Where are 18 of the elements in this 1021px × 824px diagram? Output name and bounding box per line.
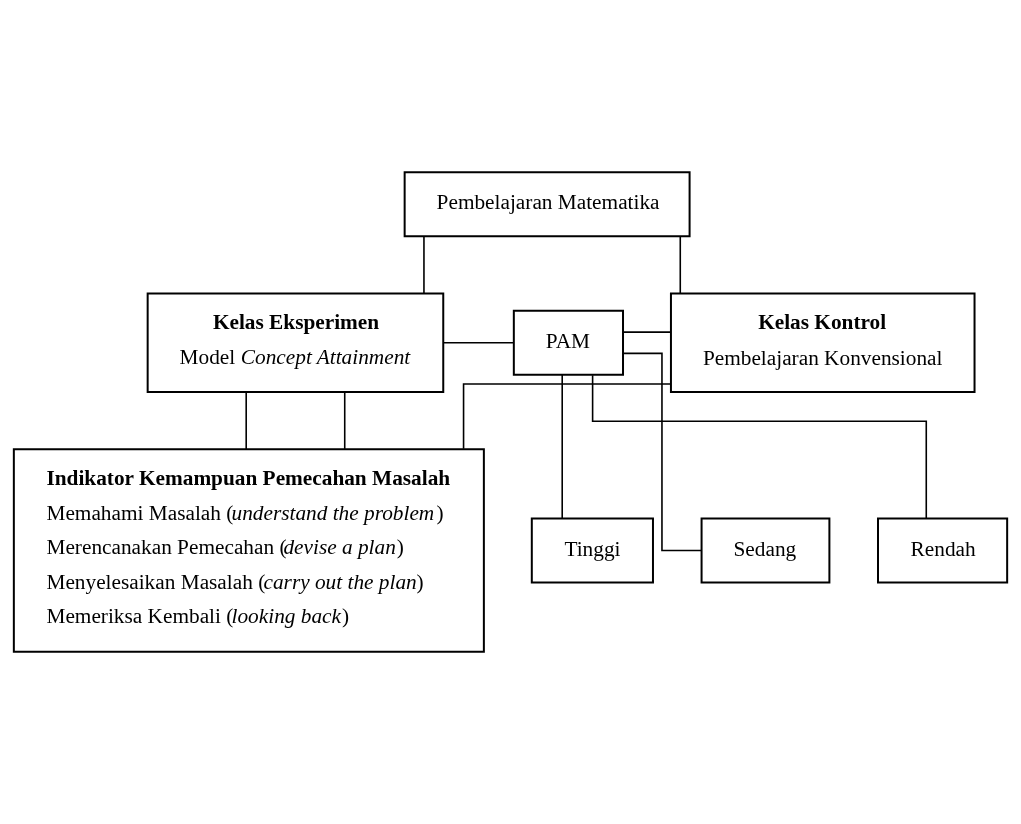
connector: [622, 331, 672, 333]
connector: [442, 341, 515, 344]
node-box: Rendah: [877, 517, 1009, 584]
connector: [561, 373, 563, 520]
connector: [245, 391, 247, 450]
connector: [462, 383, 672, 450]
node-box: Tinggi: [530, 517, 654, 584]
connector: [679, 235, 682, 295]
connector: [622, 352, 702, 552]
node-box: PAM: [512, 309, 624, 376]
node-box: Sedang: [700, 517, 831, 584]
connector: [343, 391, 346, 450]
node-box: Kelas Kontrol Pembelajaran Konvensional: [669, 292, 976, 394]
node-box: Pembelajaran Matematika: [403, 171, 691, 238]
connector: [591, 374, 928, 519]
node-box: Indikator Kemampuan Pemecahan Masalah Memahami Masalah (understand the problem) Merencanakan Pemecahan (devise a plan) Menyelesaikan Masalah (carry out the plan) Memeriksa Kembali (looking back): [12, 448, 485, 653]
connector: [423, 235, 425, 295]
node-box: Kelas Eksperimen Model Concept Attainment: [146, 292, 445, 394]
